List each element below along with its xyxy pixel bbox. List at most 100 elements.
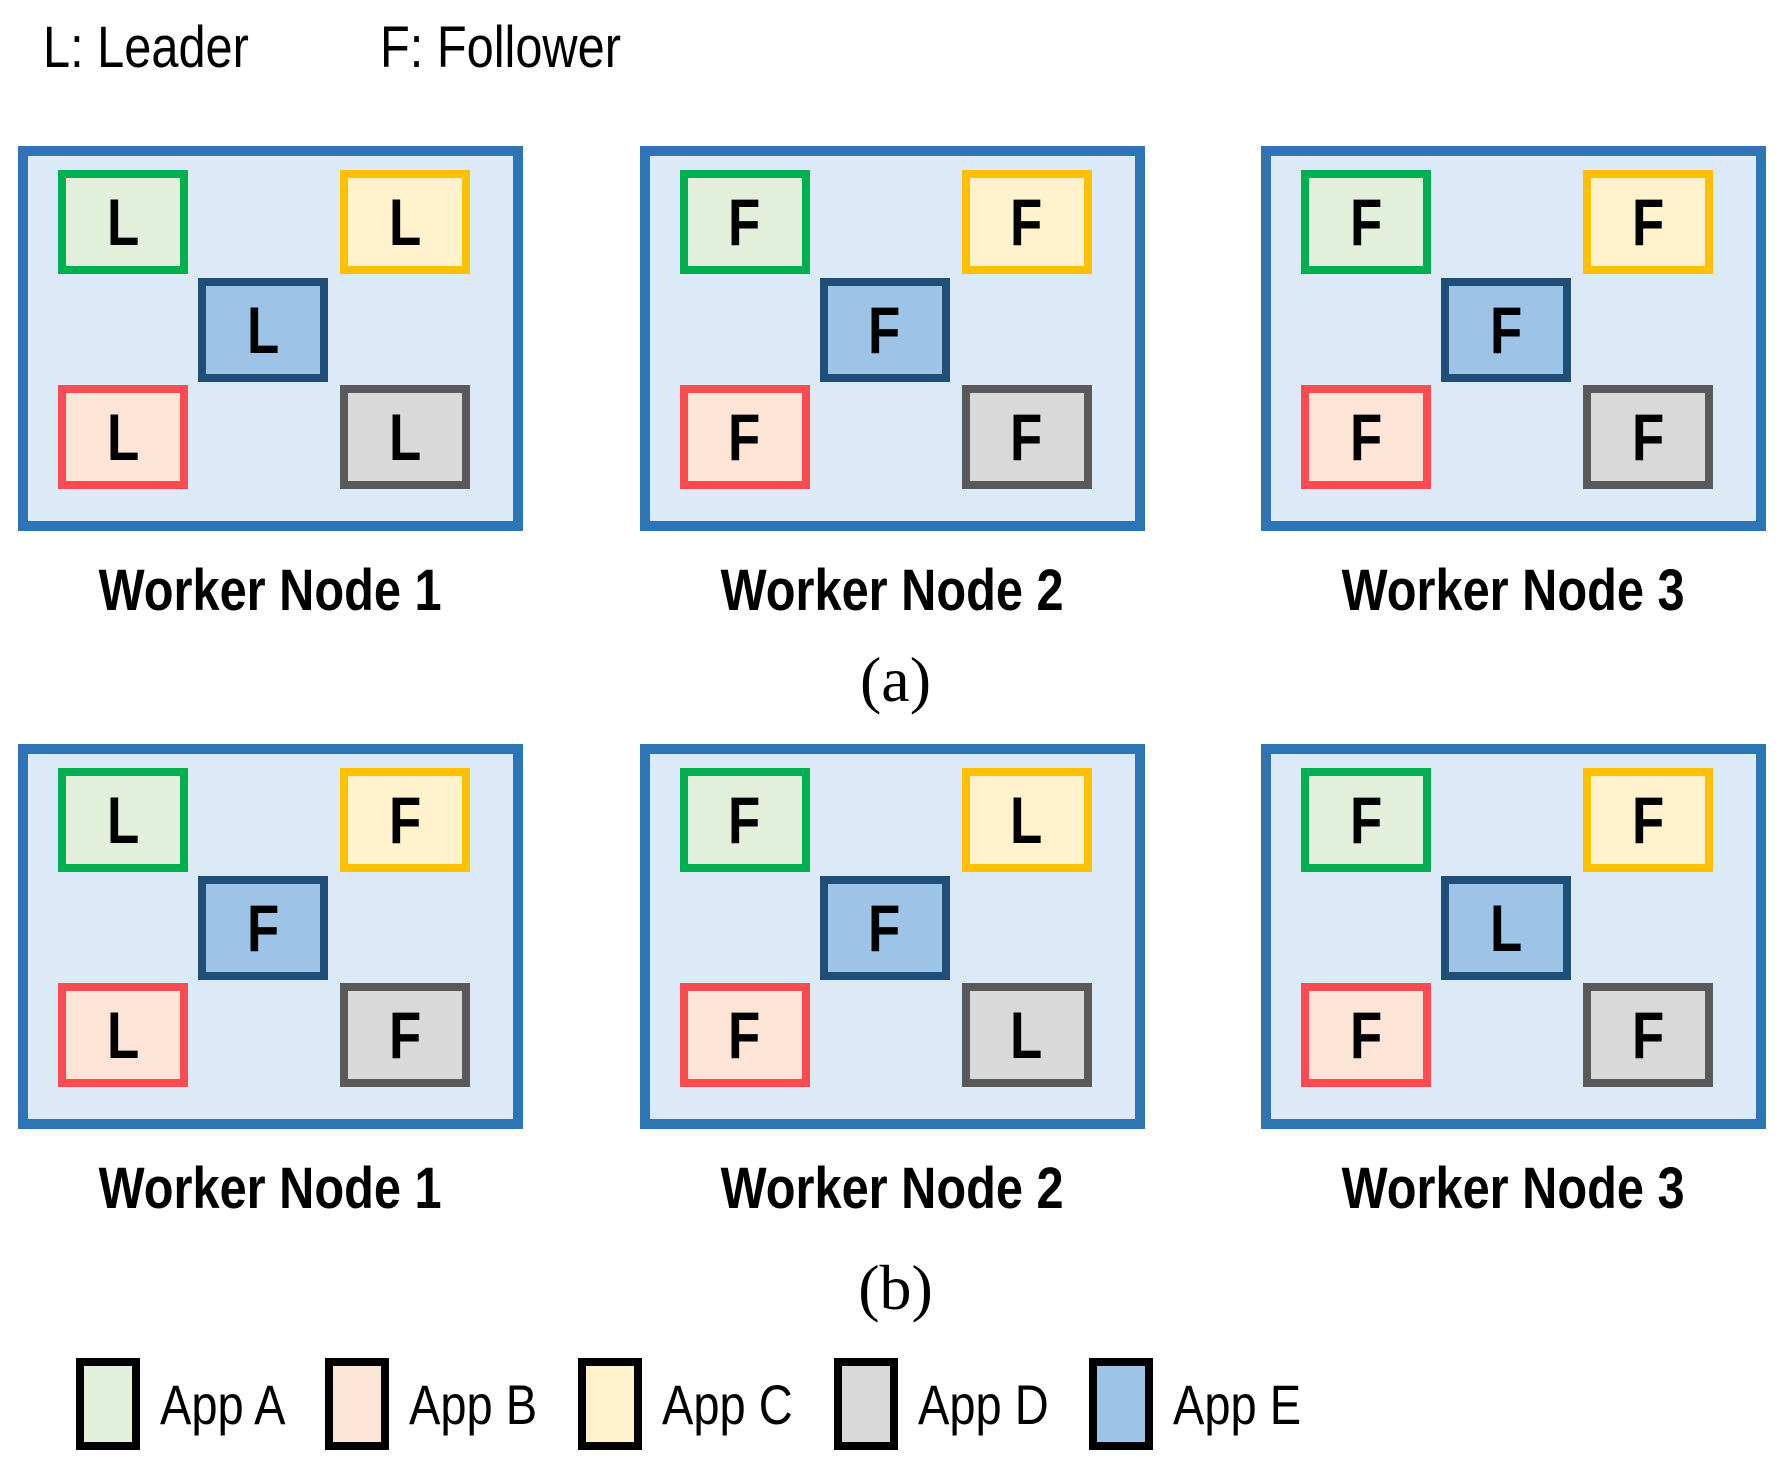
role-letter: F xyxy=(728,400,761,474)
role-letter: F xyxy=(728,998,761,1072)
app-e-cell: F xyxy=(1441,278,1571,382)
app-e-cell: F xyxy=(819,278,950,382)
role-letter: F xyxy=(1010,400,1043,474)
role-letter: F xyxy=(1631,400,1665,474)
worker-node-box: F F F F F xyxy=(1261,146,1766,531)
role-letter: F xyxy=(388,783,422,857)
role-letter: L xyxy=(246,293,280,367)
worker-node-3-column: F F L F F Worker Node 3 xyxy=(1261,744,1766,1222)
worker-node-1-column: L F F L F Worker Node 1 xyxy=(18,744,523,1222)
app-e-cell: F xyxy=(819,876,950,980)
role-letter: L xyxy=(388,400,422,474)
app-d-cell: F xyxy=(961,385,1092,489)
app-d-swatch xyxy=(833,1358,898,1450)
app-e-cell: L xyxy=(1441,876,1571,980)
app-b-cell: L xyxy=(58,385,188,489)
worker-node-box: F F L F F xyxy=(1261,744,1766,1129)
app-d-cell: L xyxy=(961,983,1092,1087)
role-letter: F xyxy=(1631,998,1665,1072)
app-a-cell: F xyxy=(679,170,810,274)
role-letter: L xyxy=(106,400,140,474)
legend-label: App A xyxy=(160,1372,286,1436)
worker-node-label: Worker Node 1 xyxy=(99,1156,442,1221)
role-letter: L xyxy=(1489,891,1523,965)
subfigure-caption-b: (b) xyxy=(858,1252,933,1323)
role-letter: F xyxy=(246,891,280,965)
app-d-cell: F xyxy=(1583,983,1713,1087)
legend-item-app-c: App C xyxy=(578,1358,818,1450)
app-a-cell: F xyxy=(1301,768,1431,872)
app-a-swatch xyxy=(76,1358,140,1450)
worker-node-3-column: F F F F F Worker Node 3 xyxy=(1261,146,1766,624)
role-letter: F xyxy=(388,998,422,1072)
role-letter: F xyxy=(868,293,901,367)
role-letter: L xyxy=(106,783,140,857)
worker-node-box: L F F L F xyxy=(18,744,523,1129)
app-e-cell: L xyxy=(198,278,328,382)
role-letter: F xyxy=(1349,783,1383,857)
role-letter: L xyxy=(106,185,140,259)
section-b: L F F L F Worker Node 1 F L F F L Worker… xyxy=(0,744,1791,1328)
section-b-nodes-row: L F F L F Worker Node 1 F L F F L Worker… xyxy=(0,744,1791,1222)
worker-node-label: Worker Node 3 xyxy=(1342,1156,1685,1221)
app-d-cell: L xyxy=(340,385,470,489)
legend-label: App E xyxy=(1173,1372,1302,1436)
worker-node-2-column: F L F F L Worker Node 2 xyxy=(639,744,1145,1222)
legend-label: App B xyxy=(409,1372,538,1436)
section-a: L L L L L Worker Node 1 F F F F F Worker… xyxy=(0,146,1791,720)
role-letter: F xyxy=(1349,185,1383,259)
legend-label: App D xyxy=(917,1372,1049,1436)
worker-node-label: Worker Node 2 xyxy=(720,558,1064,623)
role-letter: F xyxy=(1010,185,1043,259)
app-e-cell: F xyxy=(198,876,328,980)
app-c-swatch xyxy=(578,1358,643,1450)
app-d-cell: F xyxy=(340,983,470,1087)
worker-node-label: Worker Node 2 xyxy=(720,1156,1064,1221)
legend-item-app-b: App B xyxy=(325,1358,562,1450)
worker-node-label: Worker Node 1 xyxy=(99,558,442,623)
role-letter: L xyxy=(106,998,140,1072)
app-a-cell: L xyxy=(58,170,188,274)
app-c-cell: F xyxy=(340,768,470,872)
worker-node-2-column: F F F F F Worker Node 2 xyxy=(639,146,1145,624)
role-letter: F xyxy=(1631,783,1665,857)
app-c-cell: L xyxy=(340,170,470,274)
leader-key-label: L: Leader xyxy=(43,15,249,80)
worker-node-box: F L F F L xyxy=(639,744,1145,1129)
legend-item-app-e: App E xyxy=(1089,1358,1326,1450)
app-d-cell: F xyxy=(1583,385,1713,489)
follower-key-label: F: Follower xyxy=(380,15,622,80)
app-a-cell: F xyxy=(679,768,810,872)
app-b-cell: L xyxy=(58,983,188,1087)
legend-item-app-a: App A xyxy=(76,1358,309,1450)
app-c-cell: F xyxy=(1583,170,1713,274)
role-letter: F xyxy=(1349,400,1383,474)
legend-label: App C xyxy=(662,1372,793,1436)
app-a-cell: L xyxy=(58,768,188,872)
app-b-cell: F xyxy=(1301,385,1431,489)
app-b-cell: F xyxy=(1301,983,1431,1087)
role-letter: F xyxy=(868,891,901,965)
app-b-cell: F xyxy=(679,385,810,489)
role-letter: L xyxy=(1010,998,1043,1072)
worker-node-box: L L L L L xyxy=(18,146,523,531)
role-letter: L xyxy=(388,185,422,259)
subfigure-caption-a: (a) xyxy=(859,644,932,715)
role-letter: F xyxy=(728,783,761,857)
app-c-cell: L xyxy=(961,768,1092,872)
app-e-swatch xyxy=(1089,1358,1154,1450)
app-b-cell: F xyxy=(679,983,810,1087)
section-a-nodes-row: L L L L L Worker Node 1 F F F F F Worker… xyxy=(0,146,1791,624)
role-letter: F xyxy=(1489,293,1523,367)
role-letter: F xyxy=(1631,185,1665,259)
app-c-cell: F xyxy=(961,170,1092,274)
role-letter: L xyxy=(1010,783,1043,857)
app-b-swatch xyxy=(325,1358,390,1450)
role-key: L: Leader F: Follower xyxy=(0,0,1791,88)
worker-node-label: Worker Node 3 xyxy=(1342,558,1685,623)
role-letter: F xyxy=(728,185,761,259)
app-c-cell: F xyxy=(1583,768,1713,872)
role-letter: F xyxy=(1349,998,1383,1072)
app-color-legend: App A App B App C App D App E xyxy=(76,1358,1791,1450)
